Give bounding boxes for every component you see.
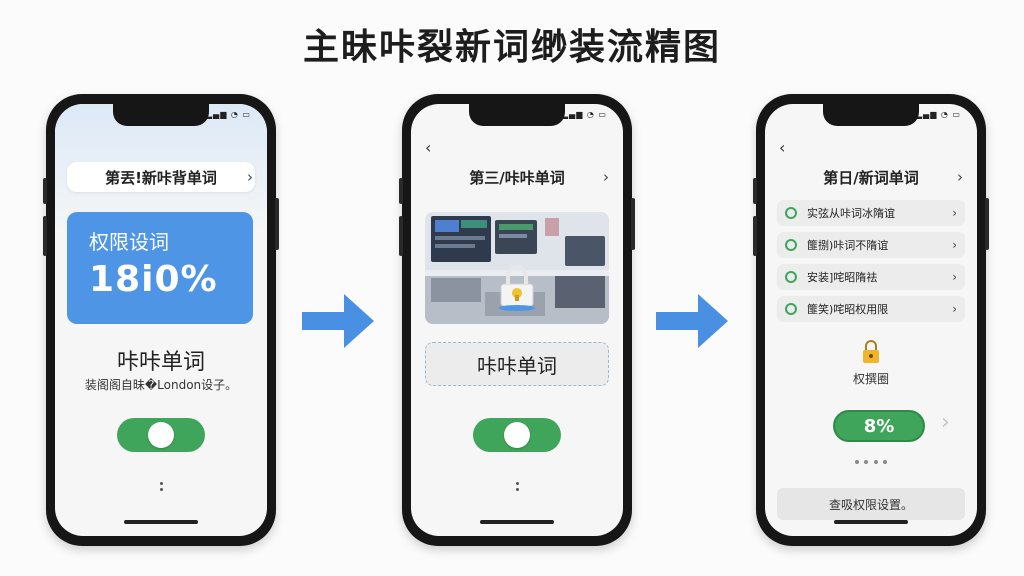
phone-2-screen: ▂▄▆ ◔ ▭ ‹ 第三/咔咔单词 › — [411, 104, 623, 536]
phone-1-screen: ▂▄▆ ◔ ▭ 第丟!新咔背单词 › 权限设词 18i0% 咔咔单词 装阁阁自昧… — [55, 104, 267, 536]
toggle-knob — [148, 422, 174, 448]
permission-label: 权撰圈 — [852, 372, 889, 386]
radio-ring-icon — [785, 207, 797, 219]
back-icon[interactable]: ‹ — [425, 138, 432, 157]
home-indicator[interactable] — [480, 520, 554, 524]
main-label: 咔咔单词 — [116, 350, 205, 375]
home-indicator[interactable] — [124, 520, 198, 524]
header-title: 第日/新词单词 — [823, 168, 919, 187]
list-item[interactable]: 安装]咤昭隋祛 › — [777, 264, 965, 290]
home-indicator[interactable] — [834, 520, 908, 524]
phone-3-header[interactable]: 第日/新词单词 › — [777, 162, 965, 192]
radio-ring-icon — [785, 239, 797, 251]
list-item[interactable]: 篚捌)咔词不隋谊 › — [777, 232, 965, 258]
back-icon[interactable]: ‹ — [779, 138, 786, 157]
status-icons: ▂▄▆ ◔ ▭ — [561, 110, 607, 119]
toggle-switch[interactable] — [473, 418, 561, 452]
chevron-right-icon: › — [952, 302, 957, 316]
toggle-switch[interactable] — [117, 418, 205, 452]
permission-card[interactable]: 权限设词 18i0% — [67, 212, 253, 324]
chevron-right-icon: › — [952, 270, 957, 284]
phone-3-screen: ▂▄▆ ◔ ▭ ‹ 第日/新词单词 › 实弦从咔词冰隋谊 › 篚捌)咔词不隋谊 … — [765, 104, 977, 536]
sub-label: 装阁阁自昧�London设子。 — [84, 378, 238, 392]
more-dots-icon — [160, 482, 163, 494]
header-title: 第三/咔咔单词 — [469, 168, 565, 187]
chevron-right-icon: › — [952, 238, 957, 252]
chevron-right-icon[interactable]: › — [941, 410, 950, 435]
list-item-label: 安装]咤昭隋祛 — [807, 271, 878, 284]
phone-1: ▂▄▆ ◔ ▭ 第丟!新咔背单词 › 权限设词 18i0% 咔咔单词 装阁阁自昧… — [43, 94, 279, 546]
phone-3: ▂▄▆ ◔ ▭ ‹ 第日/新词单词 › 实弦从咔词冰隋谊 › 篚捌)咔词不隋谊 … — [753, 94, 989, 546]
notch — [113, 104, 209, 126]
notch — [469, 104, 565, 126]
phone-2: ▂▄▆ ◔ ▭ ‹ 第三/咔咔单词 › — [399, 94, 635, 546]
card-value: 18i0% — [89, 259, 218, 300]
arrow-right-icon — [302, 294, 374, 348]
list-item-label: 实弦从咔词冰隋谊 — [807, 207, 895, 220]
phone-2-header[interactable]: 第三/咔咔单词 › — [423, 162, 611, 192]
pagination-dots — [855, 460, 887, 464]
radio-ring-icon — [785, 271, 797, 283]
arrow-right-icon — [656, 294, 728, 348]
chevron-right-icon: › — [952, 206, 957, 220]
radio-ring-icon — [785, 303, 797, 315]
lock-illustration — [425, 212, 609, 324]
status-icons: ▂▄▆ ◔ ▭ — [915, 110, 961, 119]
phone-1-header[interactable]: 第丟!新咔背单词 › — [67, 162, 255, 192]
progress-percent-button[interactable]: 8% — [833, 410, 925, 442]
lock-icon — [863, 340, 879, 363]
chevron-right-icon: › — [247, 168, 253, 186]
card-label: 权限设词 — [89, 230, 169, 254]
list-item[interactable]: 篚笑)咤昭权用限 › — [777, 296, 965, 322]
notch — [823, 104, 919, 126]
box-label: 咔咔单词 — [477, 353, 557, 378]
list-item-label: 篚捌)咔词不隋谊 — [807, 239, 889, 252]
list-item[interactable]: 实弦从咔词冰隋谊 › — [777, 200, 965, 226]
chevron-right-icon: › — [957, 168, 963, 186]
status-icons: ▂▄▆ ◔ ▭ — [205, 110, 251, 119]
header-title: 第丟!新咔背单词 — [105, 168, 217, 187]
chevron-right-icon: › — [603, 168, 609, 186]
page-title: 主昧咔裂新词缈装流精图 — [302, 27, 721, 68]
word-box[interactable]: 咔咔单词 — [425, 342, 609, 386]
toggle-knob — [504, 422, 530, 448]
permission-settings-button[interactable]: 查吸权限设置。 — [777, 488, 965, 520]
more-dots-icon — [516, 482, 519, 494]
list-item-label: 篚笑)咤昭权用限 — [807, 303, 889, 316]
